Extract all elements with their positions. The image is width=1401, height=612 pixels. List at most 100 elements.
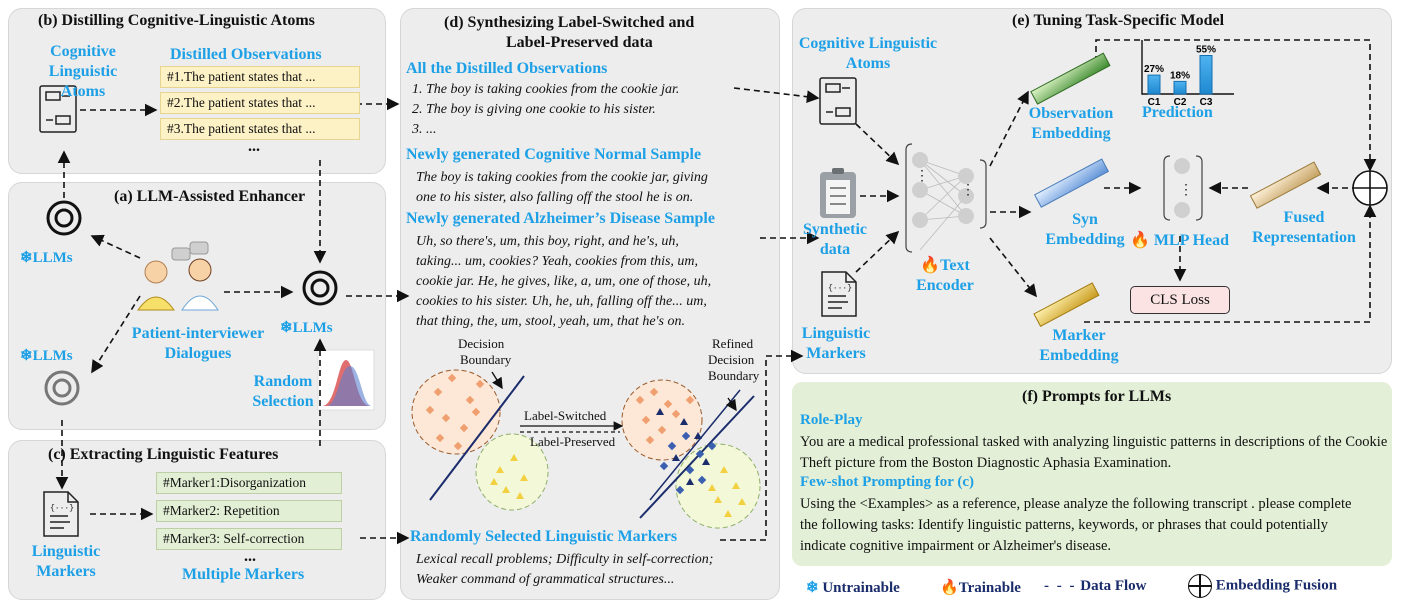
observation-embedding-label: Observation Embedding: [1028, 105, 1114, 142]
encoder-nodes: [912, 152, 974, 228]
blue-diamond-point: [667, 441, 677, 451]
yellow-triangle-point: [496, 466, 504, 473]
yellow-triangle-point: [520, 474, 528, 481]
legend-trainable: 🔥Trainable: [940, 580, 1021, 596]
mlp-head-label: 🔥 MLP Head: [1130, 232, 1230, 249]
panel-f: [792, 382, 1392, 566]
refined-label-3: Boundary: [708, 368, 760, 383]
text-encoder-label: 🔥Text Encoder: [916, 257, 974, 294]
blue-diamond-point: [659, 461, 669, 471]
fusion-circle-icon: [1352, 170, 1388, 206]
panel-a-title: (a) LLM-Assisted Enhancer: [114, 188, 306, 205]
orange-diamond-point: [435, 433, 445, 443]
scatter-points: [425, 373, 746, 517]
prediction-category-label: C2: [1174, 97, 1187, 108]
few-shot-text: Using the <Examples> as a reference, ple…: [800, 496, 1352, 554]
distilled-observations-label: Distilled Observations: [170, 46, 322, 63]
blue-diamond-point: [695, 449, 705, 459]
atoms-doc-icon-e: [819, 77, 857, 125]
blue-diamond-point: [697, 475, 707, 485]
navy-triangle-point: [672, 454, 680, 461]
marker-embedding-label: Marker Embedding: [1039, 327, 1119, 364]
llm-label-bottom: ❄LLMs: [20, 348, 73, 364]
llm-icon-bottom: [44, 370, 80, 406]
svg-text:{···}: {···}: [828, 284, 852, 293]
yellow-triangle-point: [510, 454, 518, 461]
orange-diamond-point: [635, 395, 645, 405]
role-play-text: You are a medical professional tasked wi…: [800, 434, 1388, 471]
marker-text-1: Lexical recall problems; Difficulty in s…: [416, 552, 714, 567]
linguistic-markers-label: Linguistic Markers: [31, 543, 101, 580]
panel-d-title-line2: Label-Preserved data: [506, 34, 653, 51]
e-synthetic-label: Synthetic data: [803, 221, 867, 258]
prediction-bar-C2: [1173, 80, 1187, 95]
role-play-heading: Role-Play: [800, 412, 863, 428]
observation-item-2: #2.The patient states that ...: [160, 92, 360, 114]
blue-diamond-point: [675, 485, 685, 495]
orange-diamond-point: [685, 395, 695, 405]
yellow-triangle-point: [516, 492, 524, 499]
yellow-triangle-point: [708, 484, 716, 491]
random-selection-label: Random Selection: [252, 373, 314, 410]
observation-item-3: #3.The patient states that ...: [160, 118, 360, 140]
svg-text:⋮: ⋮: [1179, 183, 1193, 198]
orange-diamond-point: [671, 409, 681, 419]
prediction-value-label: 27%: [1144, 64, 1164, 75]
ad-line-4: cookies to his sister. Uh, he, uh, falli…: [416, 294, 707, 309]
yellow-triangle-point: [502, 486, 510, 493]
fire-icon: 🔥: [1130, 232, 1150, 249]
patient-icon: [137, 260, 175, 311]
ad-line-1: Uh, so there's, um, this boy, right, and…: [416, 234, 679, 249]
decision-boundary-label-2: Boundary: [460, 352, 512, 367]
orange-diamond-point: [475, 379, 485, 389]
e-markers-label: Linguistic Markers: [801, 325, 871, 362]
clipboard-icon: [820, 168, 856, 218]
orange-diamond-point: [471, 407, 481, 417]
yellow-triangle-point: [720, 466, 728, 473]
orange-diamond-point: [459, 423, 469, 433]
panel-f-title: (f) Prompts for LLMs: [1022, 388, 1172, 405]
svg-text:⋮: ⋮: [961, 183, 975, 198]
prediction-value-label: 18%: [1170, 70, 1190, 81]
orange-diamond-point: [453, 441, 463, 451]
normal-line-2: one to his sister, also falling off the …: [416, 190, 694, 205]
e-atoms-label: Cognitive Linguistic Atoms: [798, 35, 938, 72]
legend-fusion: Embedding Fusion: [1188, 574, 1337, 598]
orange-diamond-point: [465, 395, 475, 405]
fused-embedding-bar: [1249, 161, 1322, 209]
observation-embedding-bar: [1030, 52, 1111, 105]
fire-icon: 🔥: [940, 580, 959, 596]
marker-item-3: #Marker3: Self-correction: [156, 528, 342, 550]
llm-icon-top: [46, 200, 82, 236]
label-preserved-text: Label-Preserved: [530, 434, 616, 449]
multiple-markers-label: Multiple Markers: [182, 566, 305, 583]
obs-line-3: 3. ...: [412, 122, 437, 137]
panel-b-title: (b) Distilling Cognitive-Linguistic Atom…: [38, 12, 315, 29]
prediction-label: Prediction: [1142, 104, 1213, 121]
llm-icon-middle: [302, 270, 338, 306]
ad-line-3: cookie jar. He, he gives, like, a, um, o…: [416, 274, 712, 289]
legend-dataflow: - - - Data Flow: [1044, 578, 1147, 594]
snowflake-icon: ❄: [280, 320, 293, 336]
navy-triangle-point: [656, 408, 664, 415]
orange-diamond-point: [641, 415, 651, 425]
orange-diamond-point: [645, 435, 655, 445]
observation-ellipsis: ...: [248, 138, 260, 155]
orange-diamond-point: [425, 405, 435, 415]
orange-diamond-point: [447, 373, 457, 383]
orange-diamond-point: [657, 425, 667, 435]
distribution-icon: [317, 349, 375, 411]
normal-sample-heading: Newly generated Cognitive Normal Sample: [406, 146, 702, 163]
yellow-triangle-point: [490, 478, 498, 485]
prediction-value-label: 55%: [1196, 45, 1216, 56]
yellow-triangle-point: [738, 498, 746, 505]
decision-boundary-label-1: Decision: [458, 336, 505, 351]
panel-c-title: (c) Extracting Linguistic Features: [48, 446, 279, 463]
dialogue-label: Patient-interviewer Dialogues: [131, 325, 265, 362]
atoms-doc-icon: [39, 85, 77, 133]
marker-embedding-bar: [1033, 282, 1100, 327]
marker-text-2: Weaker command of grammatical structures…: [416, 572, 675, 587]
prediction-category-label: C3: [1200, 97, 1213, 108]
